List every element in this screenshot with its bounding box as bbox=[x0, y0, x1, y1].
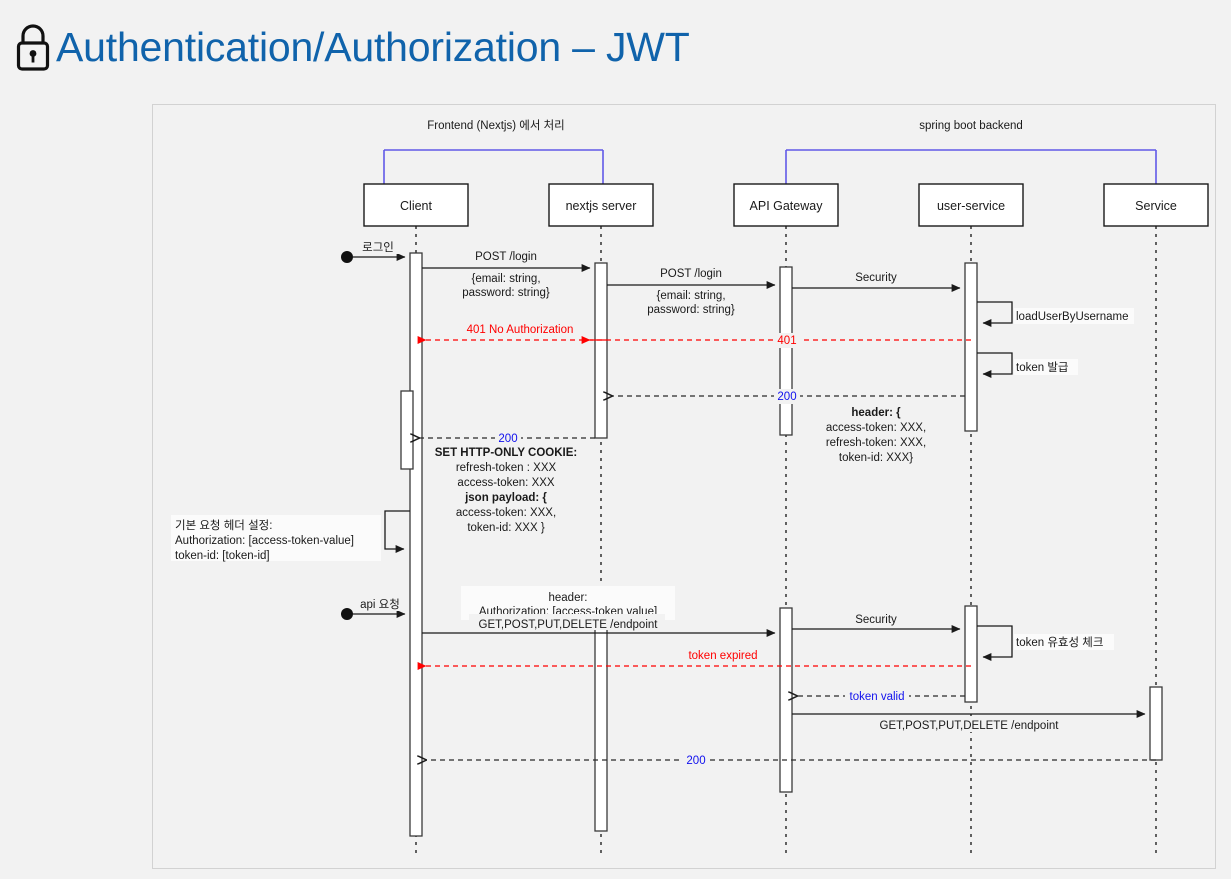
message-label-token-valid: token valid bbox=[850, 691, 905, 703]
message-endpoint-to-gateway: GET,POST,PUT,DELETE /endpoint bbox=[422, 614, 776, 637]
sequence-diagram-canvas: Frontend (Nextjs) 에서 처리 spring boot back… bbox=[171, 117, 1209, 858]
message-label-endpoint-1: GET,POST,PUT,DELETE /endpoint bbox=[479, 619, 659, 631]
note-cookie-line2: refresh-token : XXX bbox=[456, 462, 557, 474]
message-payload2-line1: {email: string, bbox=[656, 290, 725, 302]
message-label-loaduserbyusername: loadUserByUsername bbox=[1016, 311, 1129, 323]
message-label-200-client: 200 bbox=[498, 433, 517, 445]
participant-service[interactable]: Service bbox=[1103, 183, 1209, 227]
message-label-security-1: Security bbox=[855, 272, 897, 284]
note-header-line3: refresh-token: XXX, bbox=[826, 437, 926, 449]
participant-label-service: Service bbox=[1135, 199, 1177, 213]
page-title: Authentication/Authorization – JWT bbox=[0, 0, 1231, 95]
participant-label-user-service: user-service bbox=[937, 199, 1005, 213]
actor-dot-login bbox=[341, 251, 353, 263]
sequence-diagram-frame: Frontend (Nextjs) 에서 처리 spring boot back… bbox=[152, 104, 1216, 869]
message-security-2: Security bbox=[792, 610, 961, 633]
participant-user-service[interactable]: user-service bbox=[918, 183, 1024, 227]
message-401-no-authorization: 401 No Authorization 401 bbox=[417, 320, 971, 348]
activation-userservice-2 bbox=[964, 605, 978, 703]
message-label-security-2: Security bbox=[855, 614, 897, 626]
message-payload2-line2: password: string} bbox=[647, 304, 735, 316]
participant-label-api-gateway: API Gateway bbox=[750, 199, 824, 213]
participant-label-nextjs-server: nextjs server bbox=[566, 199, 637, 213]
message-label-post-login-1: POST /login bbox=[475, 251, 537, 263]
note-cookie-line5: access-token: XXX, bbox=[456, 507, 556, 519]
activation-gateway-2 bbox=[779, 607, 793, 793]
message-label-token-validity: token 유효성 체크 bbox=[1016, 636, 1103, 649]
note-cookie-line4: json payload: { bbox=[464, 492, 547, 504]
message-label-post-login-2: POST /login bbox=[660, 268, 722, 280]
activation-service-1 bbox=[1149, 686, 1163, 761]
participant-label-client: Client bbox=[400, 199, 432, 213]
message-payload-line1: {email: string, bbox=[471, 273, 540, 285]
note-client-header-line3: token-id: [token-id] bbox=[175, 550, 270, 562]
message-label-api-request: api 요청 bbox=[360, 598, 400, 611]
note-client-header-line2: Authorization: [access-token-value] bbox=[175, 535, 354, 547]
note-header-line2: access-token: XXX, bbox=[826, 422, 926, 434]
message-post-login-2: POST /login {email: string, password: st… bbox=[607, 264, 776, 318]
message-200-final: 200 bbox=[426, 753, 1156, 768]
page-title-text: Authentication/Authorization – JWT bbox=[56, 24, 690, 70]
note-cookie-line6: token-id: XXX } bbox=[467, 522, 545, 534]
message-post-login-1: POST /login {email: string, password: st… bbox=[422, 247, 591, 301]
message-label-endpoint-2: GET,POST,PUT,DELETE /endpoint bbox=[880, 720, 1060, 732]
message-label-401-no-auth: 401 No Authorization bbox=[467, 324, 574, 336]
message-payload-line2: password: string} bbox=[462, 287, 550, 299]
group-label-backend: spring boot backend bbox=[919, 120, 1023, 132]
activation-client-nested bbox=[400, 390, 414, 470]
message-security-1: Security bbox=[792, 268, 961, 292]
group-label-frontend: Frontend (Nextjs) 에서 처리 bbox=[427, 119, 565, 132]
message-self-token-issue: token 발급 bbox=[977, 352, 1078, 378]
message-token-expired: token expired bbox=[417, 646, 971, 670]
note-header-block: header: { access-token: XXX, refresh-tok… bbox=[826, 407, 926, 464]
message-self-token-validity: token 유효성 체크 bbox=[977, 625, 1114, 661]
group-bracket-frontend: Frontend (Nextjs) 에서 처리 bbox=[383, 117, 604, 187]
participant-nextjs-server[interactable]: nextjs server bbox=[548, 183, 654, 227]
message-200-to-client: 200 bbox=[419, 431, 595, 446]
message-label-token-expired: token expired bbox=[688, 650, 757, 662]
note-header-line1: header: { bbox=[851, 407, 901, 419]
lock-icon bbox=[16, 23, 50, 71]
message-label-200-final: 200 bbox=[686, 755, 705, 767]
note-cookie-block: SET HTTP-ONLY COOKIE: refresh-token : XX… bbox=[435, 447, 578, 534]
activation-nextjs-2 bbox=[594, 614, 608, 832]
message-label-token-issue: token 발급 bbox=[1016, 361, 1069, 374]
message-login-actor: 로그인 bbox=[341, 239, 406, 263]
note-api-header-line1: header: bbox=[548, 592, 587, 604]
note-client-header-line1: 기본 요청 헤더 설정: bbox=[175, 519, 272, 532]
activation-client-main bbox=[409, 252, 423, 837]
activation-gateway-1 bbox=[779, 266, 793, 436]
message-label-401: 401 bbox=[777, 335, 796, 347]
message-endpoint-to-service: GET,POST,PUT,DELETE /endpoint bbox=[792, 710, 1146, 732]
note-cookie-line1: SET HTTP-ONLY COOKIE: bbox=[435, 447, 578, 459]
actor-dot-api-request bbox=[341, 608, 353, 620]
message-label-login: 로그인 bbox=[362, 241, 394, 254]
group-bracket-backend: spring boot backend bbox=[785, 117, 1157, 187]
participant-client[interactable]: Client bbox=[363, 183, 469, 227]
message-token-valid: token valid bbox=[797, 689, 965, 704]
participant-api-gateway[interactable]: API Gateway bbox=[733, 183, 839, 227]
message-self-loaduser: loadUserByUsername bbox=[977, 301, 1134, 327]
note-header-line4: token-id: XXX} bbox=[839, 452, 913, 464]
note-cookie-line3: access-token: XXX bbox=[457, 477, 554, 489]
activation-userservice-1 bbox=[964, 262, 978, 432]
message-200-to-nextjs: 200 bbox=[612, 389, 965, 404]
message-api-request-actor: api 요청 bbox=[341, 596, 406, 620]
activation-bars bbox=[400, 252, 1163, 837]
activation-nextjs-1 bbox=[594, 262, 608, 439]
message-label-200-nextjs: 200 bbox=[777, 391, 796, 403]
message-self-client-header: 기본 요청 헤더 설정: Authorization: [access-toke… bbox=[171, 510, 410, 562]
